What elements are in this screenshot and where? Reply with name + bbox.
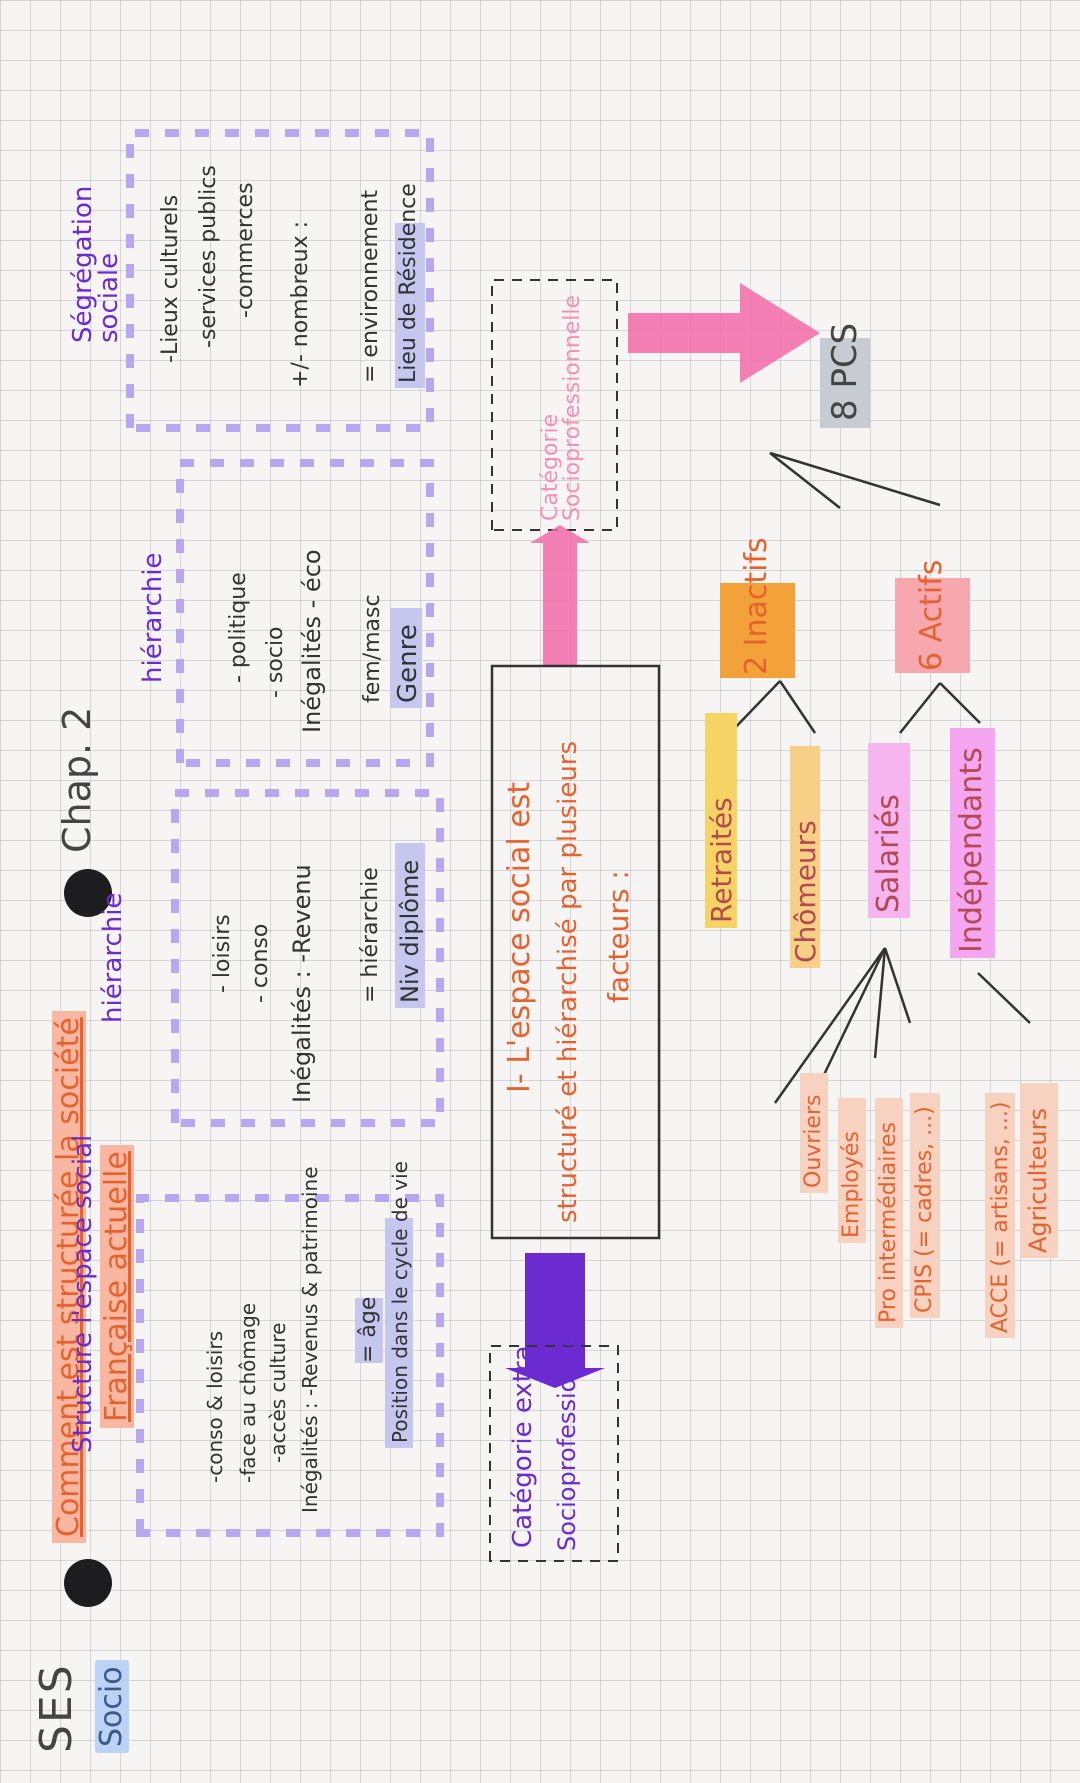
factor-2-line-1: Inégalités - éco <box>298 549 326 733</box>
factor-2-line-3: - politique <box>226 572 251 683</box>
factor-1-sub: = environnement <box>358 189 383 383</box>
central-heading-line2: structuré et hiérarchisé par plusieurs <box>553 740 583 1223</box>
tree-salaries: Salariés <box>871 794 906 913</box>
tree-link-actifs-salaries <box>899 682 941 734</box>
tree-link-salaries-ouvriers <box>773 947 887 1104</box>
highlight-pro <box>875 1098 903 1328</box>
factor-4-line-1: Inégalités : -Revenus & patrimoine <box>298 1166 322 1513</box>
highlight-root <box>820 338 870 428</box>
highlight-title-1 <box>395 223 425 388</box>
tree-link-salaries-cpis <box>883 947 912 1024</box>
tree-root: 8 PCS <box>825 322 865 421</box>
tree-link-root-inactifs <box>769 452 841 509</box>
tree-independants: Indépendants <box>954 747 989 953</box>
factor-3-sub: = hiérarchie <box>358 867 383 1003</box>
factor-box-4 <box>136 1194 444 1537</box>
highlight-agriculteurs <box>1020 1083 1058 1258</box>
section-label: Socio <box>94 1660 129 1753</box>
tree-actifs: 6 Actifs <box>914 559 949 671</box>
factor-4-sub: = âge <box>356 1296 381 1363</box>
factor-4-line-2: -accès culture <box>266 1322 290 1463</box>
highlight-chomeurs <box>790 746 820 968</box>
factor-2-result: hiérarchie <box>138 552 168 683</box>
factor-4-line-4: -conso & loisirs <box>203 1330 227 1483</box>
central-heading-line3: facteurs : <box>602 870 635 1003</box>
highlight-actifs <box>895 578 970 673</box>
category-extra-line1: Catégorie extra <box>508 1345 538 1548</box>
factor-box-3 <box>171 789 444 1127</box>
tree-link-inactifs-retraites <box>729 680 781 734</box>
chapter-label: Chap. 2 <box>55 706 99 853</box>
tree-link-actifs-independants <box>939 682 981 724</box>
pink-arrow-up <box>628 283 820 383</box>
factor-4-title: Position dans le cycle de vie <box>388 1161 412 1443</box>
tree-pro-intermediaires: Pro intermédiaires <box>876 1122 901 1323</box>
factor-1-title: Lieu de Résidence <box>396 183 421 383</box>
factor-1-line-1: +/- nombreux : <box>288 220 313 388</box>
tree-cpis: CPIS (= cadres, ...) <box>912 1106 937 1313</box>
factor-3-result: hiérarchie <box>98 892 128 1023</box>
binder-hole-left <box>64 1559 112 1607</box>
highlight-title-4 <box>385 1218 413 1448</box>
category-extra-box <box>489 1345 619 1562</box>
factor-2-sub: fem/masc <box>360 594 385 703</box>
factor-1-line-2: -commerces <box>233 182 258 318</box>
subject-label: SES <box>31 1663 82 1753</box>
factor-1-line-3: -services publics <box>196 165 221 348</box>
factor-1-line-4: -Lieux culturels <box>158 194 183 363</box>
factor-box-2 <box>176 459 434 767</box>
tree-employes: Employés <box>839 1131 864 1238</box>
tree-ouvriers: Ouvriers <box>801 1094 826 1188</box>
factor-4-result: Structure l'espace social <box>68 1134 98 1453</box>
tree-link-inactifs-chomeurs <box>778 680 817 734</box>
tree-link-salaries-employes <box>818 947 887 1084</box>
tree-agriculteurs: Agriculteurs <box>1024 1107 1052 1253</box>
tree-retraites: Retraités <box>705 797 738 923</box>
factor-2-title: Genre <box>393 624 423 703</box>
highlight-title-2 <box>390 608 422 708</box>
highlight-title-4b <box>355 1298 383 1363</box>
factor-2-line-2: - socio <box>263 626 288 698</box>
highlight-retraites <box>705 713 737 928</box>
highlight-salaries <box>868 743 910 918</box>
highlight-ouvriers <box>800 1073 828 1193</box>
factor-3-line-2: - conso <box>248 923 273 1003</box>
binder-hole-right <box>64 869 112 917</box>
highlight-independants <box>950 728 995 958</box>
tree-inactifs: 2 Inactifs <box>739 537 774 675</box>
factor-4-line-3: -face au chômage <box>236 1302 260 1483</box>
highlight-acce <box>985 1093 1015 1338</box>
pink-arrow-left <box>530 525 590 665</box>
category-pro-label: Catégorie Socioprofessionnelle <box>538 294 585 521</box>
factor-3-line-3: - loisirs <box>210 914 235 993</box>
tree-link-root-actifs <box>769 451 941 507</box>
category-extra-line2: Socioprofessionnelle <box>553 1304 581 1551</box>
page-title-line2: Française actuelle <box>99 1145 134 1428</box>
central-heading-line1: I- L'espace social est <box>502 781 537 1093</box>
central-heading-box <box>490 664 661 1240</box>
tree-acce: ACCE (= artisans, ...) <box>988 1101 1013 1333</box>
tree-link-salaries-pro <box>873 947 887 1059</box>
highlight-employes <box>838 1098 866 1243</box>
highlight-cpis <box>910 1093 940 1318</box>
tree-link-independants-leaves <box>977 972 1031 1024</box>
purple-arrow <box>505 1253 605 1388</box>
highlight-inactifs <box>720 583 795 678</box>
factor-1-result: Ségrégation sociale <box>68 185 124 343</box>
factor-3-title: Niv diplôme <box>396 859 424 1003</box>
factor-3-line-1: Inégalités : -Revenu <box>288 864 316 1103</box>
tree-chomeurs: Chômeurs <box>789 820 822 963</box>
highlight-title-3 <box>395 843 425 1008</box>
